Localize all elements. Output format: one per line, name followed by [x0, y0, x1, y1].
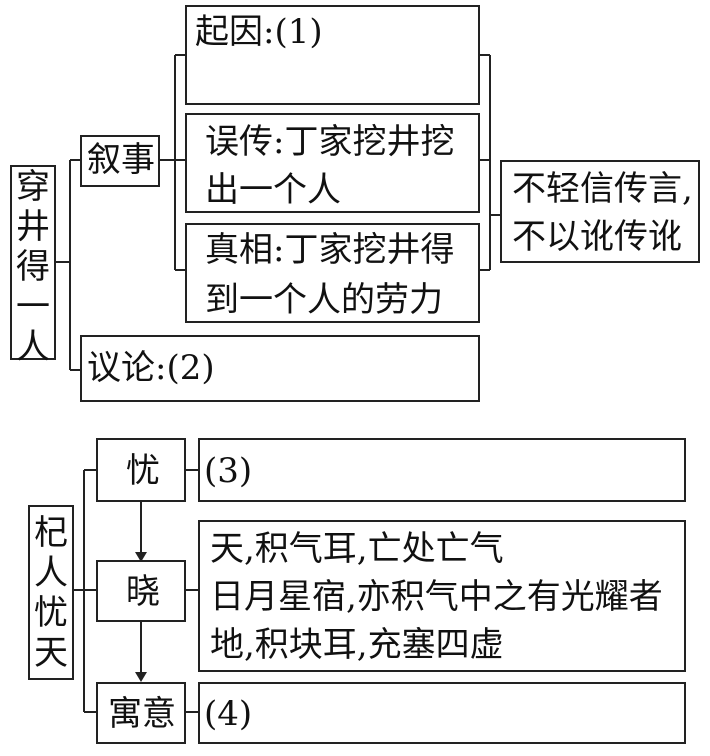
- rumor-line-2: 出一个人: [205, 170, 341, 210]
- lesson-line-2: 不以讹传讹: [512, 217, 682, 257]
- discussion-label: 议论:(2): [87, 348, 215, 388]
- worry-box: 忧: [96, 438, 186, 502]
- connector-narrative-branches: [160, 54, 185, 271]
- arrowhead-2: [135, 672, 147, 682]
- root-box-1: 穿井得一人: [10, 165, 56, 367]
- moral-detail-label: (4): [204, 694, 253, 734]
- cause-label: 起因:(1): [195, 12, 323, 52]
- discussion-box: 议论:(2): [80, 335, 480, 402]
- truth-box: 真相:丁家挖井得 到一个人的劳力: [185, 223, 480, 323]
- worry-detail-label: (3): [204, 451, 253, 491]
- root-label-1: 穿井得一人: [16, 167, 50, 367]
- root-label-2: 杞人忧天: [34, 513, 68, 673]
- explain-label: 晓: [126, 572, 160, 612]
- explain-line-1: 天,积气耳,亡处亡气: [210, 529, 504, 569]
- worry-label: 忧: [126, 451, 160, 491]
- cause-box: 起因:(1): [185, 5, 480, 105]
- connector-root2-branches: [74, 469, 96, 713]
- narrative-label: 叙事: [87, 140, 155, 180]
- truth-line-2: 到一个人的劳力: [205, 280, 443, 320]
- moral-box: 寓意: [96, 682, 186, 744]
- lesson-box: 不轻信传言, 不以讹传讹: [500, 160, 700, 263]
- arrowhead-1: [135, 552, 147, 562]
- explain-detail-box: 天,积气耳,亡处亡气 日月星宿,亦积气中之有光耀者 地,积块耳,充塞四虚: [198, 520, 686, 672]
- rumor-line-1: 误传:丁家挖井挖: [205, 122, 455, 162]
- rumor-box: 误传:丁家挖井挖 出一个人: [185, 113, 480, 213]
- explain-line-2: 日月星宿,亦积气中之有光耀者: [210, 577, 663, 617]
- narrative-box: 叙事: [80, 135, 160, 187]
- explain-box: 晓: [96, 560, 186, 622]
- connector-to-lesson: [480, 54, 500, 271]
- truth-line-1: 真相:丁家挖井得: [205, 230, 455, 270]
- moral-detail-box: (4): [198, 682, 686, 744]
- lesson-line-1: 不轻信传言,: [512, 169, 693, 209]
- worry-detail-box: (3): [198, 438, 686, 502]
- root-box-2: 杞人忧天: [28, 505, 74, 680]
- explain-line-3: 地,积块耳,充塞四虚: [210, 625, 504, 665]
- connector-root-branches: [56, 159, 80, 371]
- moral-label: 寓意: [108, 694, 176, 734]
